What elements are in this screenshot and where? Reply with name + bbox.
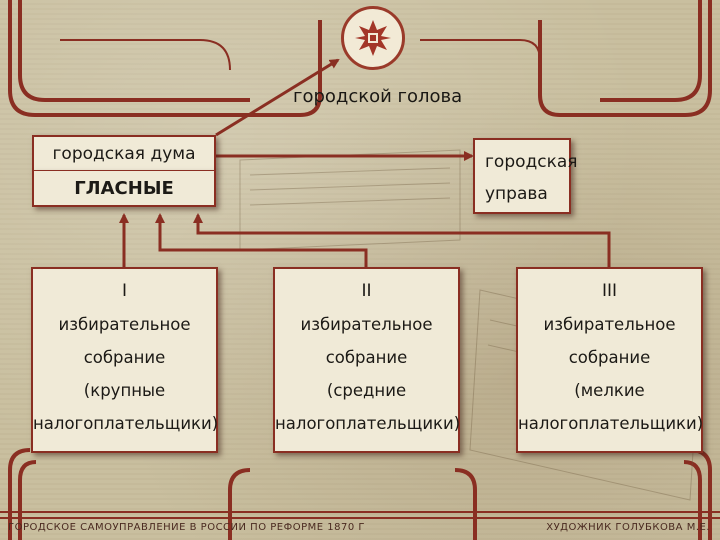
assembly-line-4: налогоплательщики) <box>275 414 461 433</box>
arrow-duma-to-head <box>215 58 340 137</box>
electoral-assembly-3: III избирательное собрание (мелкие налог… <box>516 267 703 453</box>
electoral-assembly-2: II избирательное собрание (средние налог… <box>273 267 460 453</box>
footer-caption: ГОРОДСКОЕ САМОУПРАВЛЕНИЕ В РОССИИ ПО РЕФ… <box>8 522 365 533</box>
assembly-numeral: I <box>121 281 127 301</box>
assembly-line-2: собрание <box>568 348 651 367</box>
arrow-assembly2-to-duma <box>155 213 368 267</box>
assembly-line-3: (крупные <box>83 381 166 400</box>
uprava-line-2: управа <box>485 184 548 204</box>
city-duma-label: городская дума <box>52 143 196 164</box>
assembly-line-4: налогоплательщики) <box>518 414 704 433</box>
arrow-assembly3-to-duma <box>193 213 611 267</box>
assembly-line-1: избирательное <box>300 315 433 334</box>
assembly-numeral: III <box>601 281 618 301</box>
electoral-assembly-1: I избирательное собрание (крупные налого… <box>31 267 218 453</box>
assembly-line-1: избирательное <box>543 315 676 334</box>
assembly-line-2: собрание <box>83 348 166 367</box>
assembly-line-1: избирательное <box>58 315 191 334</box>
city-uprava-box: городская управа <box>473 138 578 214</box>
city-duma-box: городская дума <box>32 135 216 171</box>
city-head-label: городской голова <box>293 86 463 107</box>
ornament-emblem <box>341 6 405 70</box>
uprava-line-1: городская <box>485 152 578 172</box>
assembly-line-4: налогоплательщики) <box>33 414 219 433</box>
footer-credit: ХУДОЖНИК ГОЛУБКОВА М.Е. <box>546 522 710 533</box>
assembly-line-3: (мелкие <box>574 381 645 400</box>
assembly-numeral: II <box>361 281 372 301</box>
ornament-icon <box>355 20 391 56</box>
duma-members-box: ГЛАСНЫЕ <box>32 170 216 207</box>
assembly-line-3: (средние <box>326 381 407 400</box>
duma-members-label: ГЛАСНЫЕ <box>74 177 174 199</box>
assembly-line-2: собрание <box>325 348 408 367</box>
